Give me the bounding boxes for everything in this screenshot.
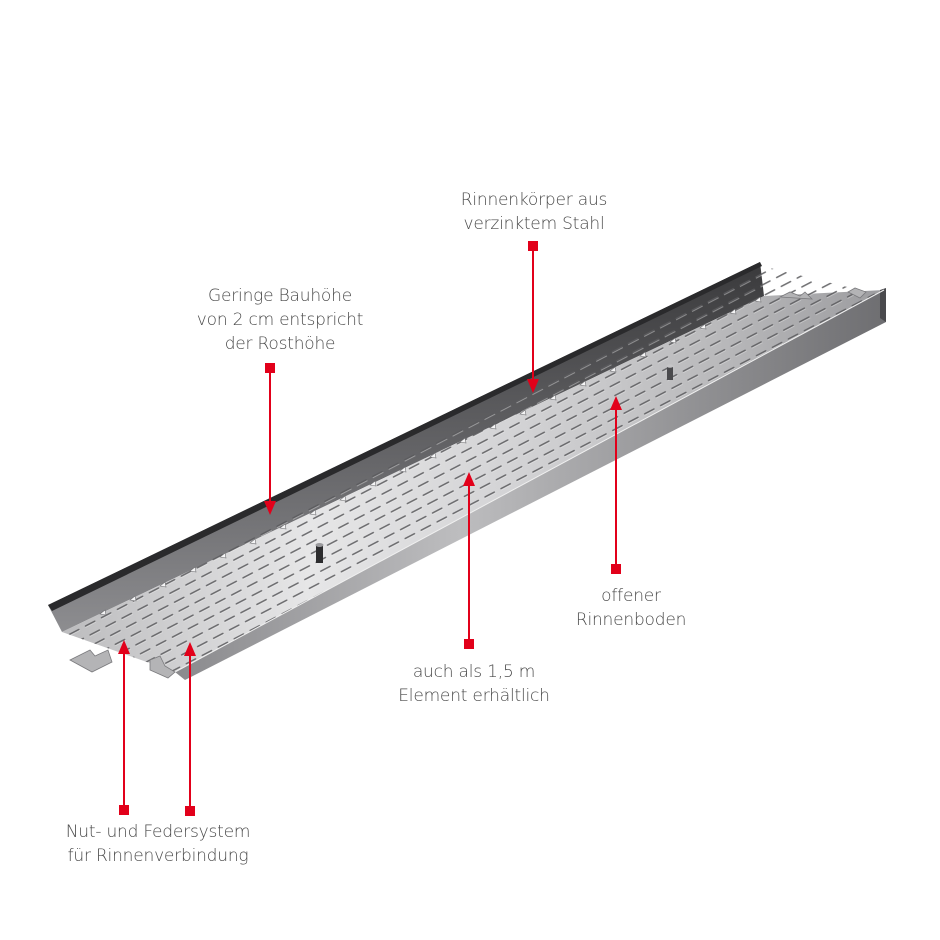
callout-element: auch als 1,5 m Element erhältlich bbox=[384, 660, 564, 708]
callout-arrows bbox=[118, 241, 622, 816]
callout-line: Rinnenboden bbox=[575, 610, 687, 630]
callout-line: für Rinnenverbindung bbox=[67, 846, 249, 866]
callout-line: Geringe Bauhöhe bbox=[208, 286, 352, 306]
callout-line: verzinktem Stahl bbox=[463, 214, 605, 234]
callout-line: offener bbox=[601, 586, 661, 606]
back-wall bbox=[48, 262, 764, 632]
callout-rinnenkoerper: Rinnenkörper aus verzinktem Stahl bbox=[444, 188, 624, 236]
callout-bauhoehe: Geringe Bauhöhe von 2 cm entspricht der … bbox=[180, 284, 380, 356]
callout-line: Nut- und Federsystem bbox=[65, 822, 251, 842]
callout-line: Element erhältlich bbox=[398, 686, 550, 706]
arrow-bauhoehe bbox=[264, 363, 276, 515]
callout-line: auch als 1,5 m bbox=[412, 662, 536, 682]
arrow-rinnenkoerper bbox=[527, 241, 539, 393]
callout-line: Rinnenkörper aus bbox=[460, 190, 608, 210]
front-wall bbox=[175, 290, 886, 680]
arrow-nutfeder-right bbox=[184, 642, 196, 816]
hook-tabs bbox=[99, 296, 762, 616]
callout-line: von 2 cm entspricht bbox=[196, 310, 364, 330]
arrow-rinnenboden bbox=[610, 396, 622, 574]
callout-rinnenboden: offener Rinnenboden bbox=[566, 584, 696, 632]
arrow-element bbox=[463, 472, 475, 649]
callout-line: der Rosthöhe bbox=[224, 334, 336, 354]
callout-nutfeder: Nut- und Federsystem für Rinnenverbindun… bbox=[48, 820, 268, 868]
connector-pin bbox=[315, 364, 674, 563]
tongue-groove-joint bbox=[69, 287, 867, 679]
arrow-nutfeder-left bbox=[118, 640, 130, 815]
